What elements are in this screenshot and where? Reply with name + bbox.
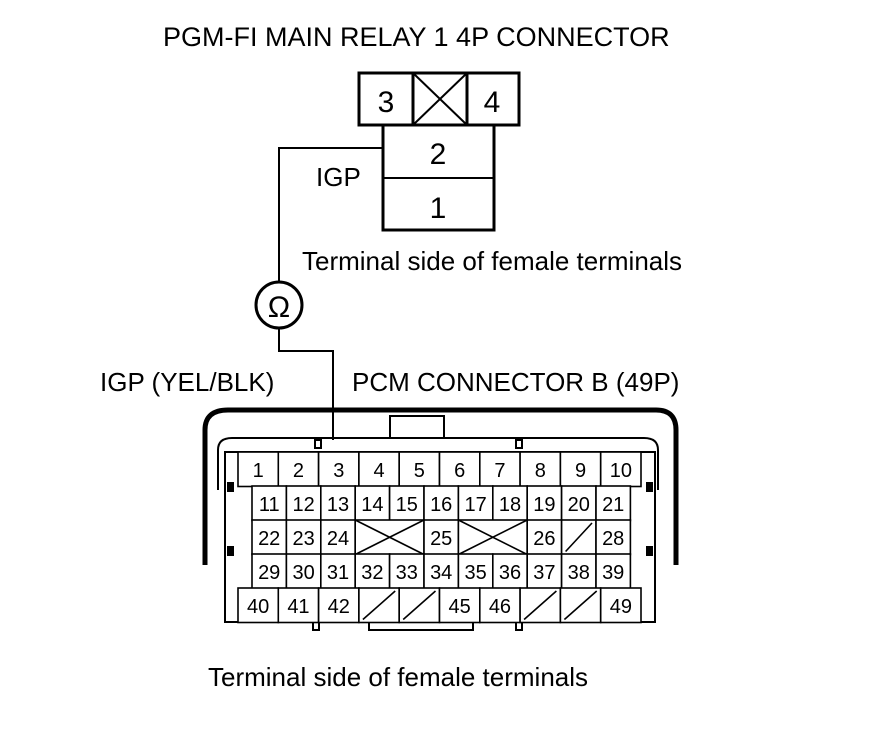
pcm-terminal-number: 40	[247, 596, 269, 618]
pcm-terminal-number: 17	[464, 494, 486, 516]
pcm-terminal-number: 38	[568, 562, 590, 584]
pcm-terminal-number: 42	[328, 596, 350, 618]
relay-igp-label: IGP	[316, 162, 361, 192]
pcm-terminal-number: 33	[396, 562, 418, 584]
pcm-terminal-number: 46	[489, 596, 511, 618]
empty-cavity-icon	[565, 522, 593, 553]
pcm-connector-title: PCM CONNECTOR B (49P)	[352, 367, 680, 397]
pcm-terminal-number: 10	[610, 460, 632, 482]
relay-terminal-4: 4	[484, 86, 501, 119]
pcm-terminal-number: 23	[292, 528, 314, 550]
pcm-terminal-number: 1	[253, 460, 264, 482]
pcm-terminal-cell	[388, 485, 425, 522]
pcm-terminal-number: 18	[499, 494, 521, 516]
pcm-terminal-cell	[317, 587, 360, 624]
pcm-terminal-cell	[319, 485, 356, 522]
pcm-terminal-number: 49	[610, 596, 632, 618]
pcm-terminal-cell	[277, 451, 320, 488]
pcm-terminal-number: 28	[602, 528, 624, 550]
pcm-terminal-number: 22	[258, 528, 280, 550]
pcm-terminal-number: 39	[602, 562, 624, 584]
empty-cavity-icon	[458, 519, 528, 556]
pcm-terminal-cell	[277, 587, 320, 624]
pcm-terminal-number: 41	[287, 596, 309, 618]
pcm-terminal-number: 7	[494, 460, 505, 482]
pcm-terminal-cell	[526, 485, 563, 522]
pcm-terminal-cell	[491, 553, 528, 590]
relay-connector-title: PGM-FI MAIN RELAY 1 4P CONNECTOR	[163, 22, 670, 52]
relay-terminal-side-note: Terminal side of female terminals	[302, 246, 683, 276]
pcm-terminal-number: 4	[373, 460, 384, 482]
relay-empty-cavity-icon	[412, 72, 468, 126]
pcm-terminal-cell	[423, 553, 460, 590]
pcm-terminal-cell	[237, 587, 280, 624]
pcm-terminal-number: 37	[533, 562, 555, 584]
test-wire	[278, 147, 383, 440]
relay-connector	[357, 71, 521, 232]
pcm-terminal-cell	[478, 587, 521, 624]
relay-terminal-2: 2	[430, 138, 447, 171]
pcm-terminal-number: 6	[454, 460, 465, 482]
pcm-terminal-cell	[317, 451, 360, 488]
pcm-terminal-number: 32	[361, 562, 383, 584]
pcm-terminal-cell	[559, 451, 602, 488]
pcm-terminal-number: 9	[575, 460, 586, 482]
empty-cavity-icon	[523, 590, 557, 621]
pcm-terminal-number: 12	[292, 494, 314, 516]
pcm-terminal-number: 30	[292, 562, 314, 584]
pcm-terminal-cell	[599, 587, 642, 624]
pcm-terminal-number: 20	[568, 494, 590, 516]
ohmmeter-icon	[254, 280, 304, 330]
pcm-terminal-cell	[491, 485, 528, 522]
pcm-terminal-number: 16	[430, 494, 452, 516]
empty-cavity-icon	[362, 590, 396, 621]
pcm-terminal-number: 45	[449, 596, 471, 618]
pcm-terminal-cell	[595, 553, 632, 590]
empty-cavity-icon	[402, 590, 437, 621]
pcm-terminal-number: 29	[258, 562, 280, 584]
pcm-terminal-number: 2	[293, 460, 304, 482]
pcm-terminal-number: 24	[327, 528, 349, 550]
pcm-wire-label: IGP (YEL/BLK)	[100, 367, 275, 397]
empty-cavity-icon	[563, 590, 598, 621]
pcm-terminal-number: 8	[535, 460, 546, 482]
pcm-latch-marks	[227, 482, 653, 556]
pcm-terminal-number: 13	[327, 494, 349, 516]
pcm-terminal-number: 26	[533, 528, 555, 550]
relay-terminal-3: 3	[378, 86, 395, 119]
pcm-terminal-number: 15	[396, 494, 418, 516]
empty-cavity-icon	[354, 519, 425, 556]
pcm-terminal-number: 36	[499, 562, 521, 584]
pcm-terminal-cell	[457, 553, 494, 590]
pcm-terminal-cell	[438, 587, 481, 624]
pcm-terminal-cell	[599, 451, 642, 488]
pcm-terminal-number: 14	[361, 494, 383, 516]
ohm-symbol: Ω	[268, 291, 290, 324]
relay-terminal-1: 1	[430, 192, 447, 225]
pcm-terminal-cell	[237, 451, 280, 488]
pcm-terminal-number: 35	[464, 562, 486, 584]
pcm-terminal-number: 25	[430, 528, 452, 550]
pcm-terminal-side-note: Terminal side of female terminals	[208, 662, 589, 692]
pcm-terminal-number: 34	[430, 562, 452, 584]
pcm-terminal-number: 21	[602, 494, 624, 516]
pcm-terminal-number: 31	[327, 562, 349, 584]
pcm-terminal-number: 11	[259, 494, 280, 516]
pcm-terminal-number: 3	[333, 460, 344, 482]
pcm-terminal-number: 19	[533, 494, 555, 516]
pcm-terminal-number: 5	[414, 460, 425, 482]
